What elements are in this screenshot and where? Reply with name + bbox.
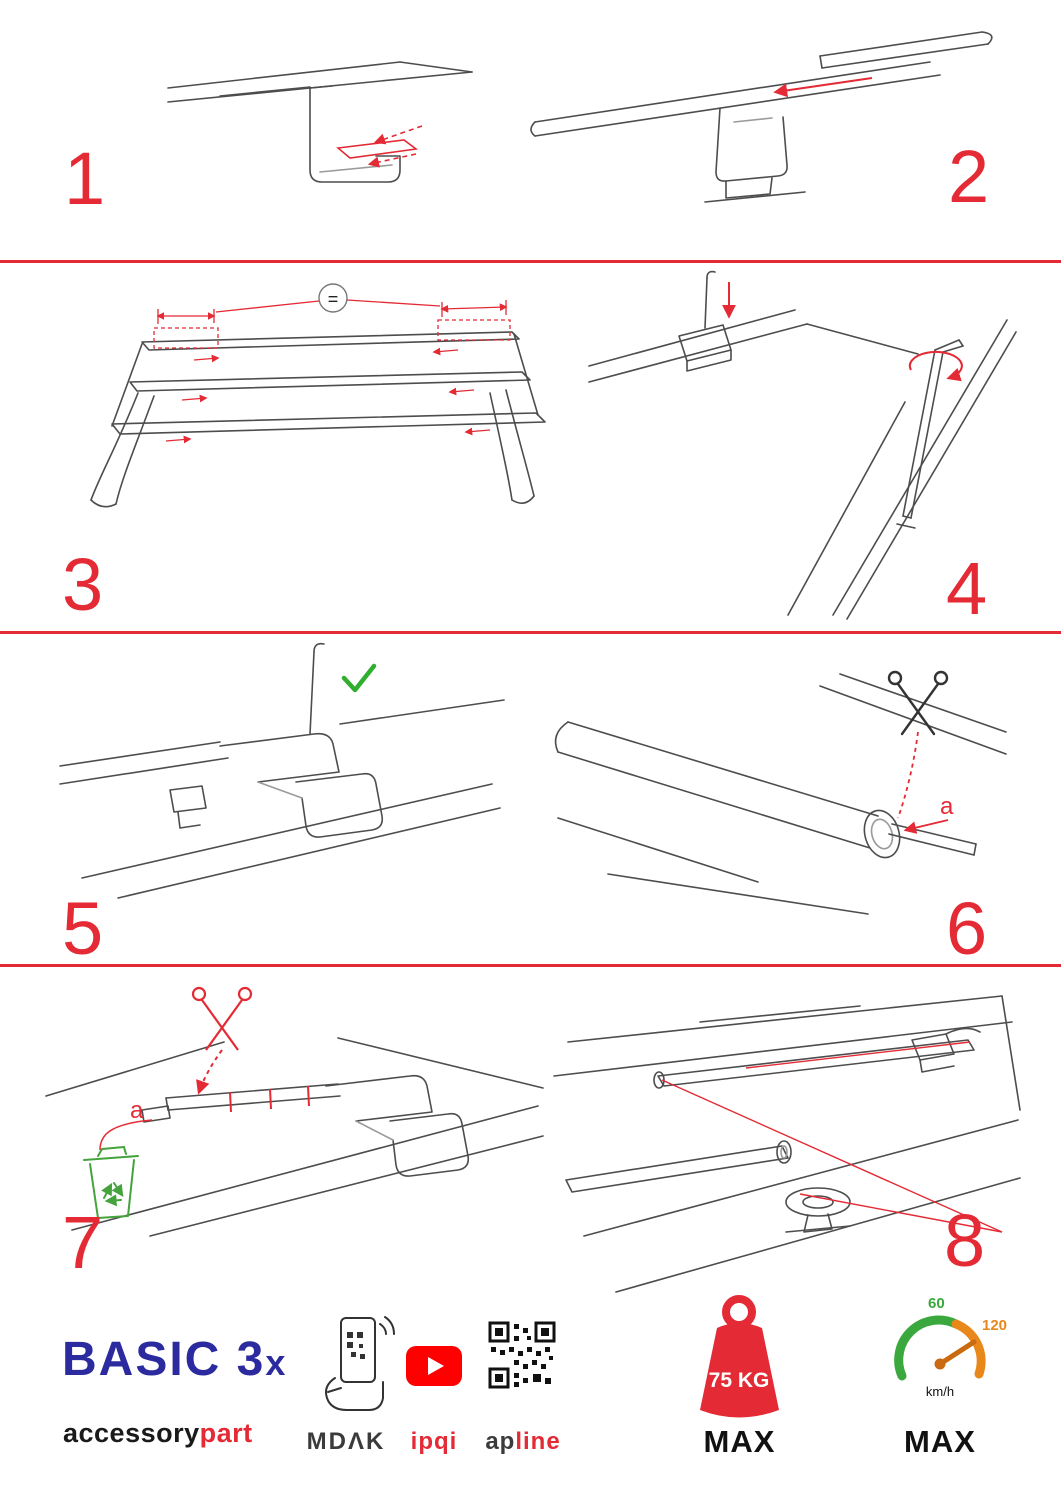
brand-title-text: BASIC 3 <box>62 1333 266 1386</box>
step-number-2: 2 <box>948 135 990 218</box>
phone-qr-icon <box>325 1316 395 1411</box>
step-number-8: 8 <box>944 1199 986 1282</box>
allen-key-icon <box>896 339 964 529</box>
weight-max-label: MAX <box>703 1424 776 1459</box>
scissors-red-icon <box>191 986 253 1051</box>
logo-ipqi: ipqi <box>410 1428 458 1455</box>
step-number-7: 7 <box>62 1201 104 1284</box>
qr-code-icon <box>488 1321 556 1389</box>
step-1-illustration <box>167 61 473 183</box>
equal-badge: = <box>318 283 348 313</box>
logo-apline-right: line <box>515 1428 561 1455</box>
step-number-5: 5 <box>62 887 104 970</box>
checkmark-icon <box>341 663 377 693</box>
speed-max-label: MAX <box>904 1424 976 1459</box>
scissors-icon <box>887 670 949 736</box>
step-number-4: 4 <box>946 547 988 630</box>
dimension-arrows <box>153 299 511 444</box>
speed-unit-label: km/h <box>926 1384 954 1399</box>
brand-logo: BASIC 3x <box>62 1332 287 1387</box>
cut-tick <box>229 1091 232 1113</box>
cut-tick <box>269 1088 272 1110</box>
logo-mdak: MDΛK <box>306 1428 386 1455</box>
logo-apline-left: ap <box>485 1428 516 1455</box>
step-2-illustration <box>530 31 993 203</box>
step-7-illustration: a <box>45 986 544 1237</box>
divider-2 <box>0 631 1061 634</box>
insert-pad-highlight <box>336 125 423 168</box>
step-3-illustration: = <box>90 283 546 508</box>
speed-60-label: 60 <box>928 1295 945 1312</box>
divider-1 <box>0 260 1061 263</box>
weight-value-label: 75 KG <box>709 1369 770 1392</box>
t-bolt-icon <box>785 1187 851 1233</box>
brand-subtitle: accessorypart <box>63 1418 253 1449</box>
trash-icon <box>83 1146 139 1219</box>
cut-guide-line <box>897 731 919 819</box>
label-a-step7: a <box>130 1097 144 1124</box>
brand-sub-left: accessory <box>63 1418 200 1448</box>
step-number-1: 1 <box>64 137 106 220</box>
cut-arrow <box>903 819 949 834</box>
discard-curve <box>99 1119 153 1151</box>
rotation-arrow-icon <box>908 350 963 382</box>
youtube-icon <box>406 1346 462 1386</box>
step-6-illustration: a <box>554 670 1007 915</box>
recycle-icon <box>101 1182 124 1207</box>
cut-tick <box>307 1085 310 1107</box>
brand-sub-right: part <box>199 1418 253 1448</box>
step-5-illustration <box>59 642 505 899</box>
step-number-6: 6 <box>946 887 988 970</box>
alignment-lines <box>661 1041 1003 1233</box>
label-a-step6: a <box>940 793 954 820</box>
brand-title-suffix: x <box>265 1342 288 1383</box>
slide-arrow <box>773 77 873 98</box>
logo-apline: apline <box>482 1428 564 1456</box>
speedometer-needle <box>937 1339 977 1367</box>
divider-3 <box>0 964 1061 967</box>
speedometer-icon: 60 120 km/h <box>894 1295 1007 1399</box>
step-4-illustration <box>588 270 1017 620</box>
weight-icon: 75 KG <box>700 1295 779 1418</box>
step-8-illustration <box>553 995 1021 1293</box>
cut-guide-line <box>196 1049 223 1095</box>
step-number-3: 3 <box>62 543 104 626</box>
speed-120-label: 120 <box>982 1317 1007 1334</box>
equal-sign-label: = <box>328 289 339 309</box>
